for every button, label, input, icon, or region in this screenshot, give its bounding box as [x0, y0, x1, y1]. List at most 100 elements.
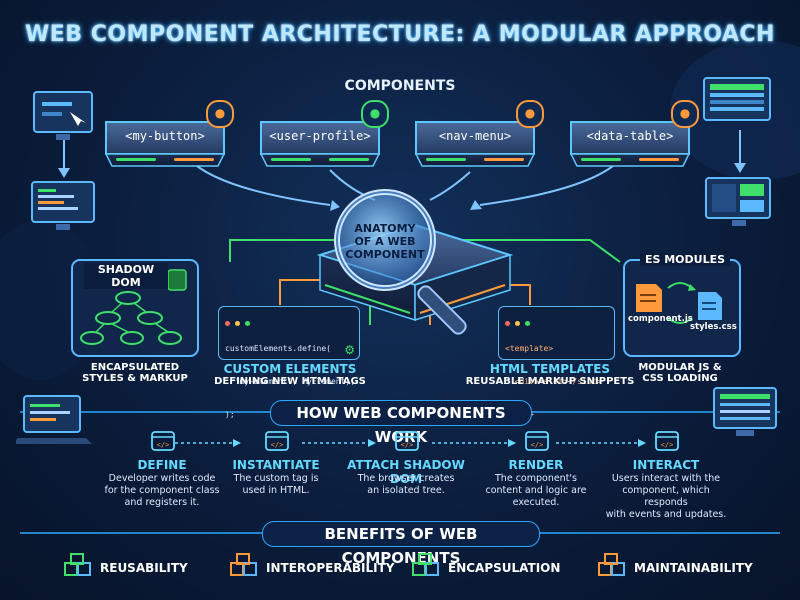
- step-desc-line: component, which responds: [622, 485, 710, 508]
- component-label: <nav-menu>: [438, 129, 512, 143]
- benefit-label: INTEROPERABILITY: [266, 561, 395, 575]
- html-templates-code-panel: <template> <div><slot></slot> </div>: [498, 306, 615, 419]
- monitor-right-icon: [713, 387, 777, 436]
- step-desc-line: The browser creates: [357, 473, 455, 484]
- component-label: <user-profile>: [269, 129, 371, 143]
- shield-box-icon: [412, 553, 439, 576]
- monitor-pointer-icon: [33, 91, 93, 140]
- benefit-label: MAINTAINABILITY: [634, 561, 753, 575]
- svg-text:</>: </>: [401, 441, 414, 449]
- shadow-dom-caption-line2: STYLES & MARKUP: [82, 373, 188, 384]
- shadow-dom-heading-text: SHADOW DOM: [97, 263, 155, 289]
- component-box: [569, 121, 691, 167]
- component-block: ● <nav-menu>: [410, 100, 544, 174]
- step-title: DEFINE: [137, 458, 187, 472]
- es-modules-caption-line2: CSS LOADING: [642, 373, 718, 384]
- custom-elements-subtitle: DEFINING NEW HTML TAGS: [214, 376, 366, 387]
- hub-label-line1: ANATOMY: [354, 222, 416, 235]
- component-box: [259, 121, 381, 167]
- window-dots-icon: [225, 311, 251, 330]
- code-line: customElements.define(: [225, 344, 331, 353]
- html-templates-title: HTML TEMPLATES: [489, 362, 611, 376]
- html-templates-subtitle: REUSABLE MARKUP SNIPPETS: [465, 376, 635, 387]
- code-line: );: [225, 410, 235, 419]
- svg-text:</>: </>: [271, 441, 284, 449]
- svg-text:</>: </>: [661, 441, 674, 449]
- custom-elements-code: customElements.define( 'my-element', MyE…: [225, 321, 355, 442]
- file-component-js: component.js: [628, 314, 693, 324]
- how-banner: HOW WEB COMPONENTS WORK: [270, 400, 532, 446]
- es-modules-heading-text: ES MODULES: [644, 253, 726, 266]
- code-line: 'my-element', MyElement);: [225, 377, 356, 386]
- step-title: INSTANTIATE: [232, 458, 320, 472]
- step-desc-line: Users interact with the: [611, 473, 721, 484]
- monitor-table-icon: [703, 77, 771, 121]
- es-modules-caption-line1: MODULAR JS &: [638, 362, 722, 373]
- table-icon: ●: [671, 100, 699, 128]
- custom-elements-code-panel: customElements.define( 'my-element', MyE…: [218, 306, 360, 419]
- step-desc-line: Developer writes code: [108, 473, 216, 484]
- component-block: ●<user-profile>: [255, 100, 389, 174]
- handshake-icon: [230, 553, 257, 576]
- step-desc-line: and registers it.: [124, 497, 200, 508]
- benefit-label: REUSABILITY: [100, 561, 188, 575]
- user-icon: ●: [361, 100, 389, 128]
- html-tag-icon: </>: [265, 431, 289, 451]
- hub-label-line2: OF A WEB: [354, 235, 416, 248]
- component-box: [414, 121, 536, 167]
- hub-label-line3: COMPONENT: [345, 248, 425, 261]
- shadow-dom-caption: ENCAPSULATED STYLES & MARKUP: [55, 362, 215, 384]
- components-heading: COMPONENTS: [344, 78, 456, 94]
- code-line: <template>: [505, 344, 554, 353]
- es-modules-caption: MODULAR JS & CSS LOADING: [610, 362, 750, 384]
- gear-code-icon: </>: [525, 431, 549, 451]
- users-icon: </>: [655, 431, 679, 451]
- page-title: WEB COMPONENT ARCHITECTURE: A MODULAR AP…: [25, 22, 775, 47]
- gear-icon: ⚙: [344, 343, 355, 357]
- pointer-hand-icon: ●: [206, 100, 234, 128]
- window-dots-icon: [505, 311, 531, 330]
- tree-icon: </>: [395, 431, 419, 451]
- step-title: INTERACT: [632, 458, 700, 472]
- component-label: <my-button>: [125, 129, 205, 143]
- monitor-code-icon: [31, 181, 95, 230]
- svg-text:</>: </>: [157, 441, 170, 449]
- file-styles-css: styles.css: [690, 322, 737, 332]
- step-desc-line: executed.: [512, 497, 560, 508]
- step-title: ATTACH SHADOW DOM: [347, 458, 465, 486]
- code-line: <div><slot></slot>: [505, 377, 602, 386]
- step-desc-line: for the component class: [104, 485, 220, 496]
- hub-magnifier-icon: [316, 189, 514, 335]
- step-desc-line: The component's: [495, 473, 577, 484]
- step-title: RENDER: [508, 458, 564, 472]
- component-label: <data-table>: [586, 129, 674, 143]
- laptop-left-icon: [16, 395, 92, 444]
- step-desc-line: with events and updates.: [605, 509, 727, 520]
- step-desc-line: The custom tag is: [233, 473, 319, 484]
- step-desc-line: used in HTML.: [242, 485, 310, 496]
- shadow-dom-heading: SHADOW DOM: [84, 263, 168, 289]
- svg-text:</>: </>: [531, 441, 544, 449]
- benefit-label: ENCAPSULATION: [448, 561, 561, 575]
- component-block: ●<data-table>: [565, 100, 699, 174]
- monitor-window-icon: [705, 177, 771, 226]
- es-modules-panel: [623, 259, 741, 357]
- step-desc-line: an isolated tree.: [367, 485, 445, 496]
- step-desc-line: content and logic are: [485, 485, 587, 496]
- code-window-icon: </>: [151, 431, 175, 451]
- hub-label: ANATOMY OF A WEB COMPONENT: [330, 222, 440, 261]
- benefits-banner: BENEFITS OF WEB COMPONENTS: [262, 521, 540, 567]
- component-box: [104, 121, 226, 167]
- shadow-dom-caption-line1: ENCAPSULATED: [90, 362, 180, 373]
- es-modules-heading: ES MODULES: [640, 253, 730, 266]
- tools-icon: [598, 553, 625, 576]
- custom-elements-title: CUSTOM ELEMENTS: [223, 362, 357, 376]
- list-icon: ●: [516, 100, 544, 128]
- cubes-icon: [64, 553, 91, 576]
- component-block: ●<my-button>: [100, 100, 234, 174]
